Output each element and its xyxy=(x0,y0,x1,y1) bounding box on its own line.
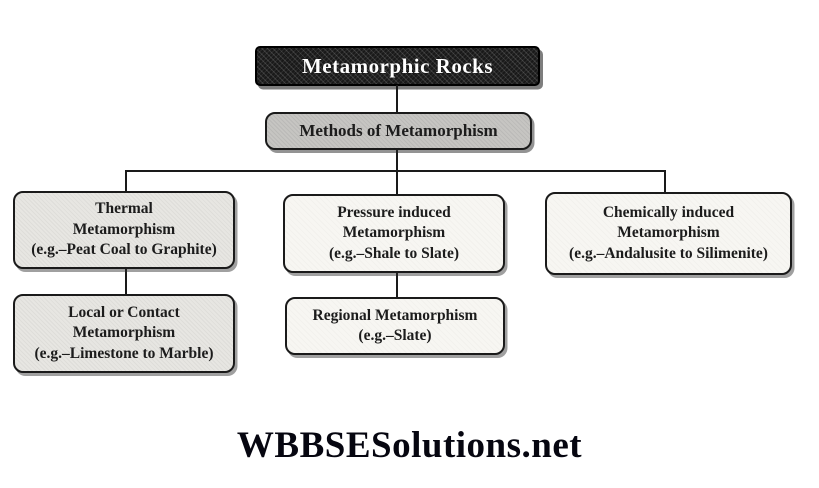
local-example: (e.g.–Limestone to Marble) xyxy=(34,344,214,362)
connector-thermal-to-local xyxy=(125,267,127,296)
root-box-metamorphic-rocks: Metamorphic Rocks xyxy=(255,46,540,86)
thermal-line1: Thermal xyxy=(95,200,153,218)
methods-of-metamorphism-box: Methods of Metamorphism xyxy=(265,112,532,150)
thermal-metamorphism-box: Thermal Metamorphism (e.g.–Peat Coal to … xyxy=(13,191,235,269)
regional-metamorphism-box: Regional Metamorphism (e.g.–Slate) xyxy=(285,297,505,355)
thermal-line2: Metamorphism xyxy=(72,220,176,238)
chemically-induced-metamorphism-box: Chemically induced Metamorphism (e.g.–An… xyxy=(545,192,792,275)
local-line1: Local or Contact xyxy=(68,303,180,321)
methods-box-label: Methods of Metamorphism xyxy=(299,121,498,140)
thermal-example: (e.g.–Peat Coal to Graphite) xyxy=(31,241,217,259)
connector-horizontal-rail xyxy=(125,170,666,172)
local-or-contact-metamorphism-box: Local or Contact Metamorphism (e.g.–Lime… xyxy=(13,294,235,373)
connector-methods-to-rail xyxy=(396,148,398,172)
connector-rail-to-thermal xyxy=(125,170,127,192)
chemical-example: (e.g.–Andalusite to Silimenite) xyxy=(569,244,768,262)
chemical-line2: Metamorphism xyxy=(617,224,720,242)
local-line2: Metamorphism xyxy=(72,324,176,342)
pressure-line1: Pressure induced xyxy=(337,203,451,221)
connector-rail-to-chemical xyxy=(664,170,666,194)
connector-rail-to-pressure xyxy=(396,170,398,196)
root-box-label: Metamorphic Rocks xyxy=(301,53,494,78)
regional-example: (e.g.–Slate) xyxy=(358,327,432,344)
pressure-example: (e.g.–Shale to Slate) xyxy=(328,244,459,262)
watermark-text: WBBSESolutions.net xyxy=(236,425,583,466)
pressure-induced-metamorphism-box: Pressure induced Metamorphism (e.g.–Shal… xyxy=(283,194,505,273)
connector-root-to-methods xyxy=(396,85,398,113)
chemical-line1: Chemically induced xyxy=(602,203,735,221)
pressure-line2: Metamorphism xyxy=(342,224,446,242)
regional-line1: Regional Metamorphism xyxy=(312,306,478,324)
connector-pressure-to-regional xyxy=(396,271,398,299)
